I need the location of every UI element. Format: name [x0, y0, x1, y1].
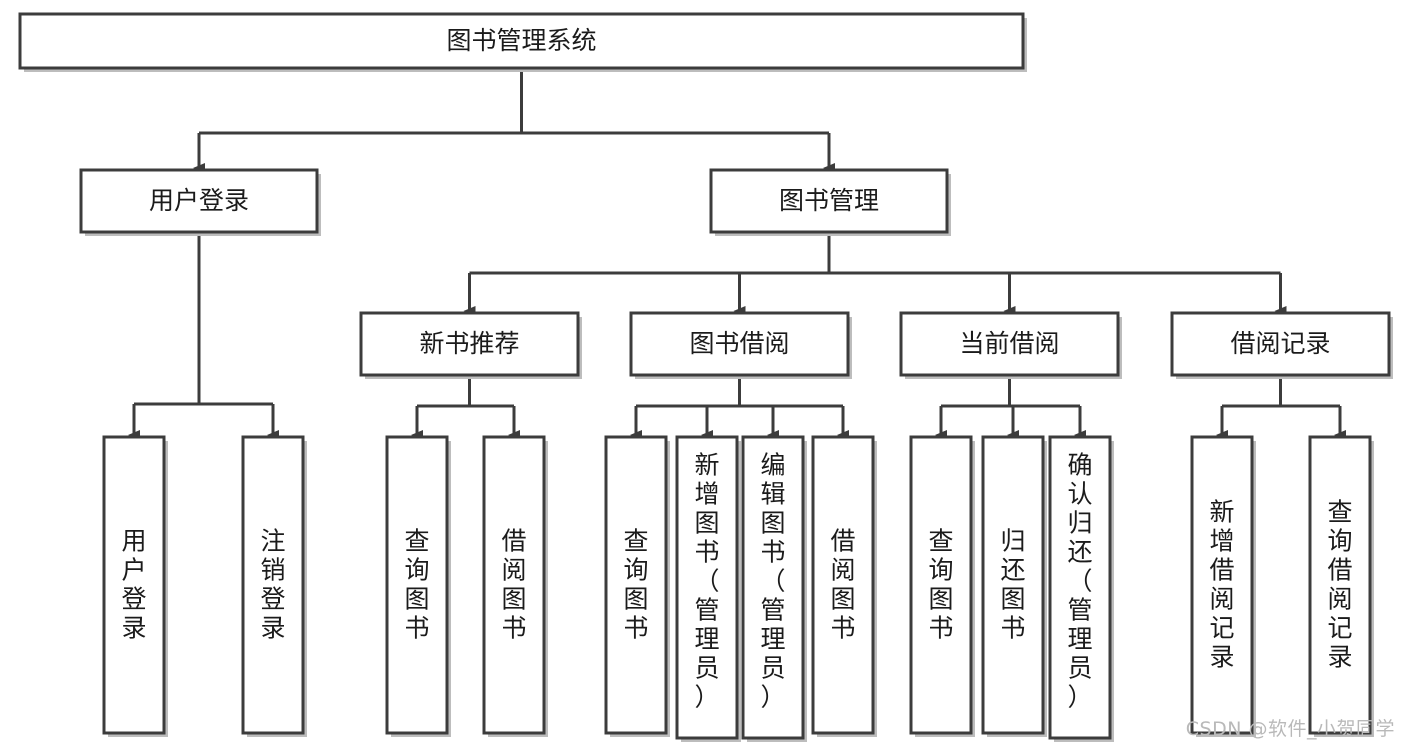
node-label: 图书管理 — [779, 186, 879, 215]
node-leaf-edit-book-admin[interactable]: 编辑图书（管理员） — [741, 435, 807, 742]
node-box[interactable] — [18, 12, 1025, 70]
node-leaf-logout[interactable]: 注销登录 — [241, 435, 307, 737]
node-leaf-query-book-cur[interactable]: 查询图书 — [909, 435, 975, 737]
node-root[interactable]: 图书管理系统 — [18, 12, 1027, 72]
node-new-book-recommend[interactable]: 新书推荐 — [359, 311, 582, 379]
edges-book-borrow-to-leaves — [630, 375, 849, 440]
node-leaf-borrow-book-rec[interactable]: 借阅图书 — [482, 435, 548, 737]
node-label-vertical: 查询借阅记录 — [1327, 498, 1352, 672]
node-borrow-record[interactable]: 借阅记录 — [1170, 311, 1393, 379]
node-label-vertical: 查询图书 — [404, 527, 429, 643]
node-box[interactable] — [909, 435, 973, 735]
edges-root-to-level2 — [193, 68, 835, 173]
edges-user-login-to-leaves — [128, 232, 279, 440]
node-box[interactable] — [675, 435, 739, 740]
node-label: 图书借阅 — [689, 329, 789, 358]
node-box[interactable] — [629, 311, 850, 377]
node-label-vertical: 编辑图书（管理员） — [760, 451, 785, 712]
node-label: 新书推荐 — [419, 329, 519, 358]
node-label: 图书管理系统 — [446, 26, 596, 55]
node-box[interactable] — [981, 435, 1045, 735]
connector-edges — [128, 68, 1346, 440]
node-box[interactable] — [1170, 311, 1391, 377]
node-box[interactable] — [1048, 435, 1112, 740]
node-leaf-add-book-admin[interactable]: 新增图书（管理员） — [675, 435, 741, 742]
node-box[interactable] — [709, 168, 949, 234]
node-label-vertical: 借阅图书 — [501, 527, 526, 643]
node-label-vertical: 新增借阅记录 — [1209, 498, 1234, 672]
node-user-login[interactable]: 用户登录 — [79, 168, 321, 236]
node-box[interactable] — [482, 435, 546, 735]
node-box[interactable] — [385, 435, 449, 735]
node-label-vertical: 确认归还（管理员） — [1067, 451, 1092, 712]
node-label-vertical: 归还图书 — [1000, 527, 1025, 643]
node-leaf-query-book-borrow[interactable]: 查询图书 — [604, 435, 670, 737]
node-label-vertical: 注销登录 — [260, 527, 285, 643]
node-label: 用户登录 — [149, 186, 249, 215]
node-label: 当前借阅 — [959, 329, 1059, 358]
node-leaf-borrow-book[interactable]: 借阅图书 — [811, 435, 877, 737]
node-leaf-user-login[interactable]: 用户登录 — [102, 435, 168, 737]
node-box[interactable] — [79, 168, 319, 234]
node-book-borrow[interactable]: 图书借阅 — [629, 311, 852, 379]
node-box[interactable] — [1190, 435, 1254, 735]
node-box[interactable] — [899, 311, 1120, 377]
node-leaf-query-borrow-record[interactable]: 查询借阅记录 — [1308, 435, 1374, 737]
node-box[interactable] — [1308, 435, 1372, 735]
node-box[interactable] — [359, 311, 580, 377]
node-label-vertical: 新增图书（管理员） — [694, 451, 719, 712]
node-book-manage[interactable]: 图书管理 — [709, 168, 951, 236]
node-boxes: 图书管理系统用户登录图书管理新书推荐图书借阅当前借阅借阅记录用户登录注销登录查询… — [18, 12, 1393, 742]
edges-new-book-recommend-to-leaves — [411, 375, 520, 440]
node-box[interactable] — [102, 435, 166, 735]
node-label-vertical: 用户登录 — [121, 527, 146, 643]
node-leaf-query-book-rec[interactable]: 查询图书 — [385, 435, 451, 737]
node-label-vertical: 借阅图书 — [830, 527, 855, 643]
node-leaf-add-borrow-record[interactable]: 新增借阅记录 — [1190, 435, 1256, 737]
node-box[interactable] — [604, 435, 668, 735]
edges-borrow-record-to-leaves — [1216, 375, 1346, 440]
node-label-vertical: 查询图书 — [623, 527, 648, 643]
edges-current-borrow-to-leaves — [935, 375, 1086, 440]
node-leaf-return-book[interactable]: 归还图书 — [981, 435, 1047, 737]
node-leaf-confirm-return-admin[interactable]: 确认归还（管理员） — [1048, 435, 1114, 742]
node-current-borrow[interactable]: 当前借阅 — [899, 311, 1122, 379]
edges-bookmanage-to-level3 — [463, 232, 1287, 316]
node-box[interactable] — [241, 435, 305, 735]
node-box[interactable] — [811, 435, 875, 735]
node-label: 借阅记录 — [1230, 329, 1330, 358]
node-label-vertical: 查询图书 — [928, 527, 953, 643]
node-box[interactable] — [741, 435, 805, 740]
